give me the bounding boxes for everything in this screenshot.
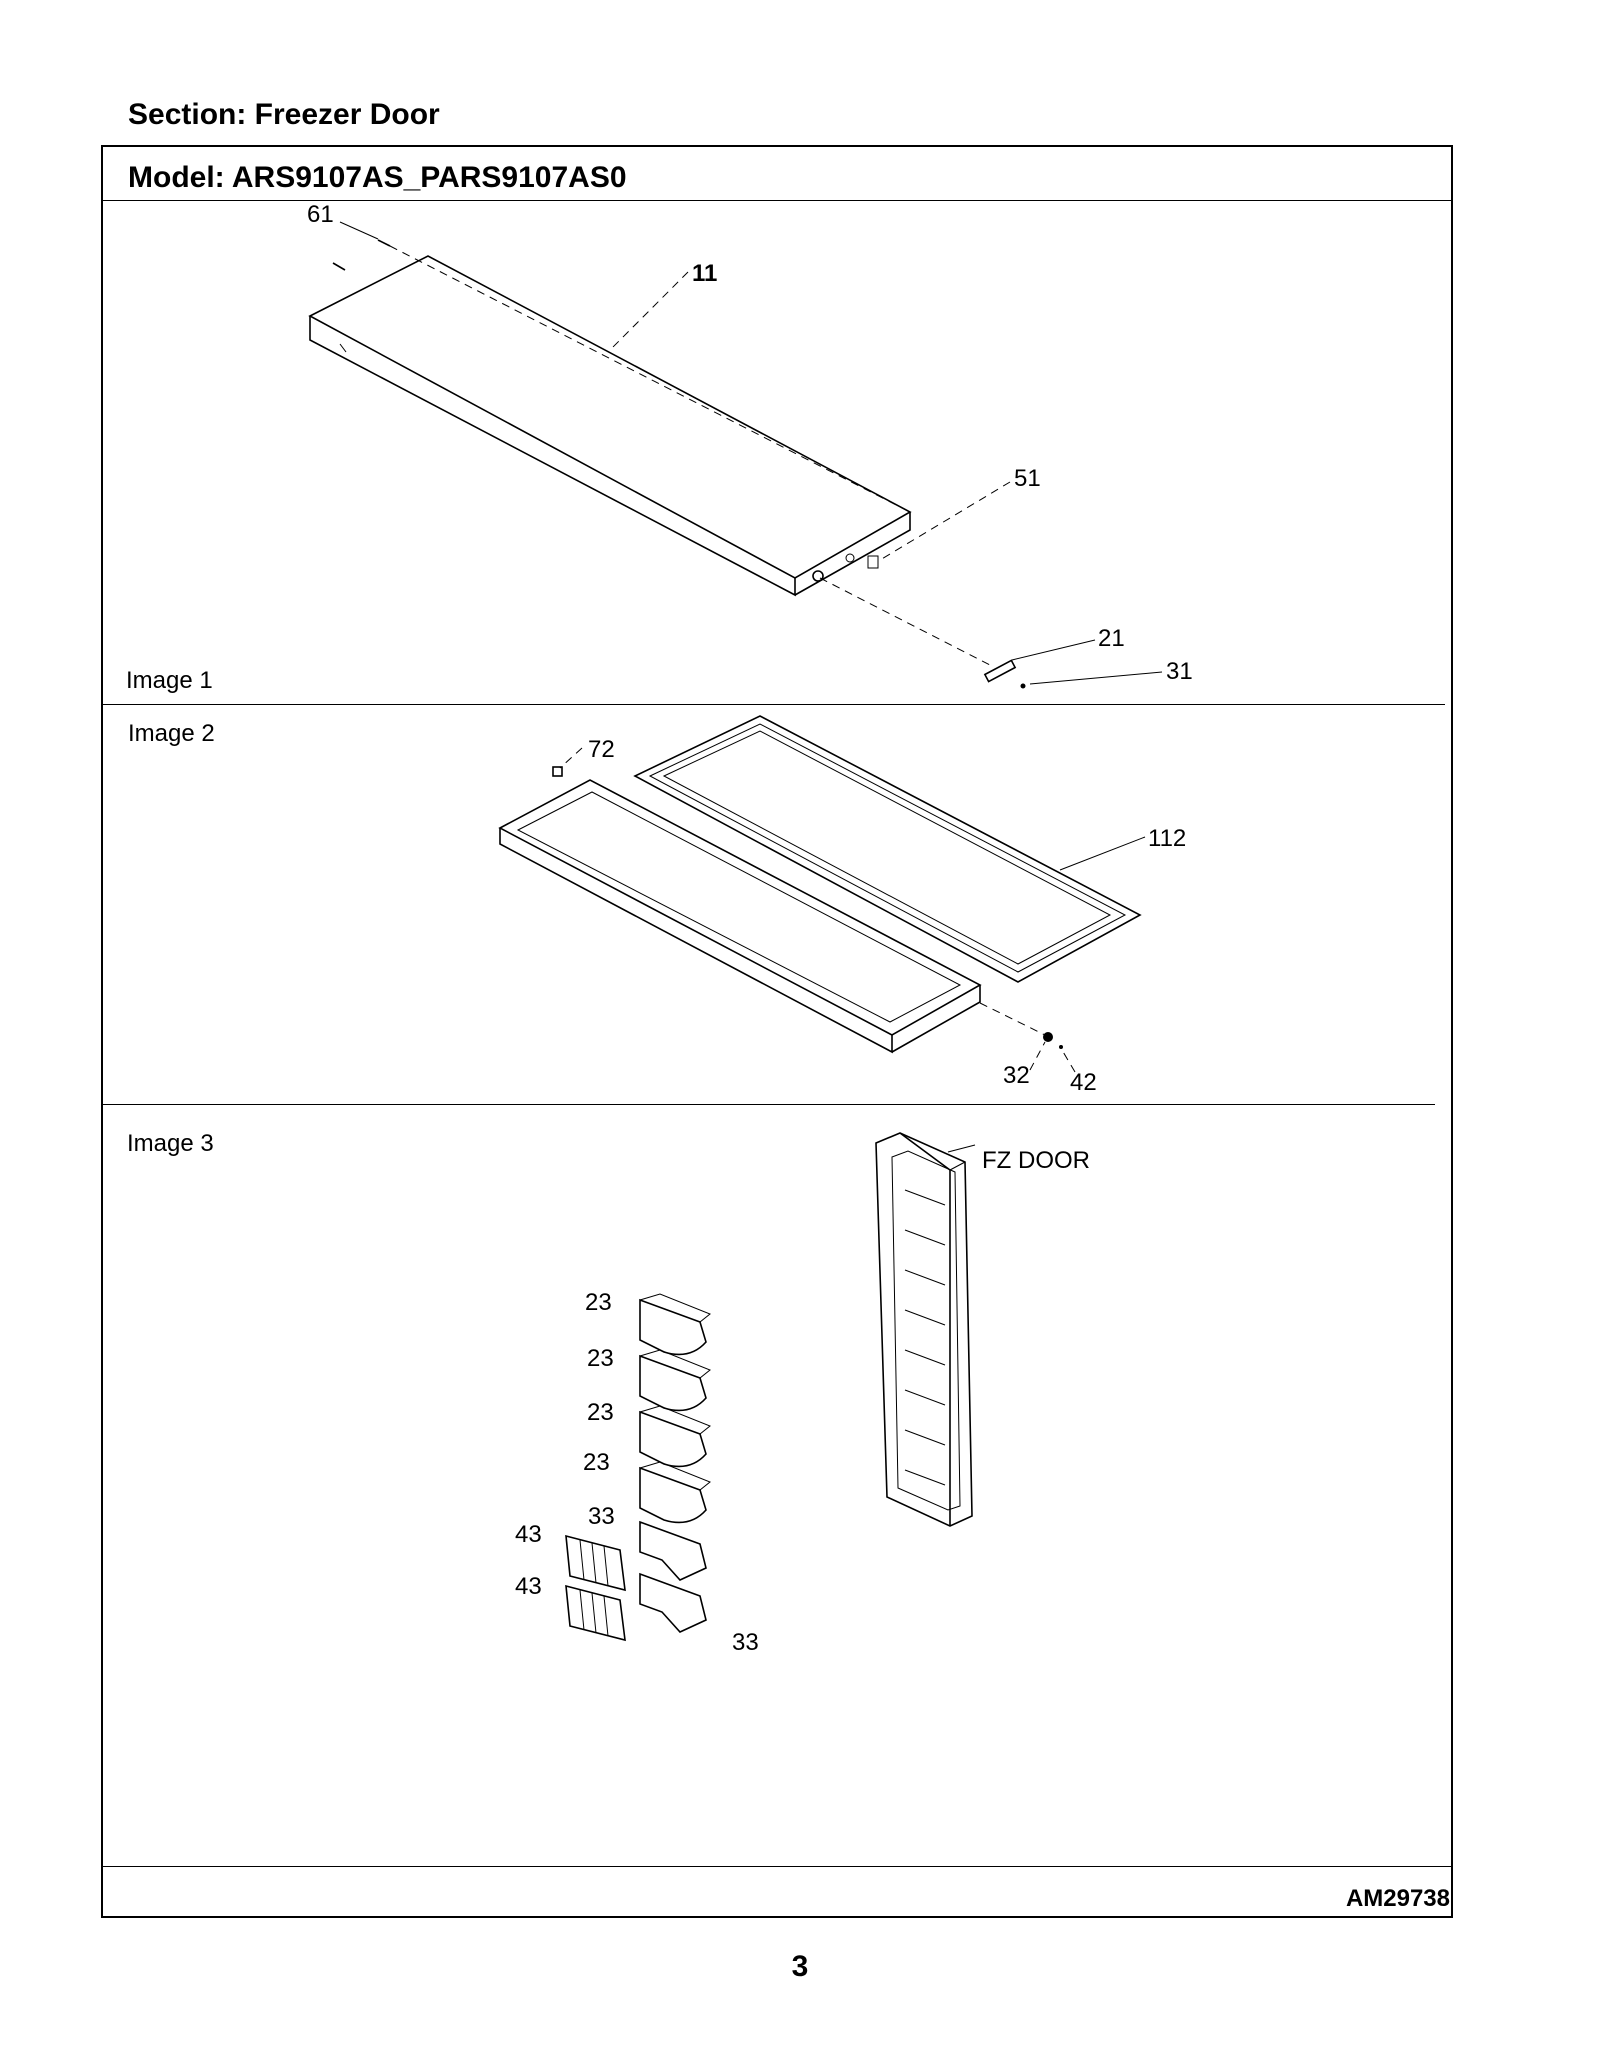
callout-32: 32 [1003,1062,1030,1089]
door-bin-23b [639,1349,711,1412]
bin-33-upper [639,1520,707,1581]
image1-label: Image 1 [126,667,213,694]
callout-33-b: 33 [732,1629,759,1656]
footer-divider [101,1866,1453,1867]
callout-fz-door: FZ DOOR [982,1147,1090,1174]
image3-label: Image 3 [127,1130,214,1157]
image2-label: Image 2 [128,720,215,747]
page-number: 3 [791,1950,809,1983]
image2-divider [101,1104,1435,1105]
hinge-bracket-21 [983,659,1026,689]
model-title: Model: ARS9107AS_PARS9107AS0 [128,161,627,194]
callout-23-b: 23 [587,1345,614,1372]
image1-divider [101,704,1445,705]
door-frame-part [498,779,982,1054]
image1-leaders [339,221,1163,685]
image2-leaders [559,747,1146,1073]
wire-basket-43-upper [565,1534,626,1592]
bin-33-lower [639,1572,707,1633]
freezer-door-part [875,1132,976,1527]
callout-21: 21 [1098,625,1125,652]
callout-42: 42 [1070,1069,1097,1096]
callout-31: 31 [1166,658,1193,685]
callout-112: 112 [1148,825,1186,852]
screw-61 [332,239,391,271]
callout-33-a: 33 [588,1503,615,1530]
callout-72: 72 [588,736,615,763]
callout-23-d: 23 [583,1449,610,1476]
door-bin-23a [639,1293,711,1356]
diagram-frame [101,145,1453,1918]
door-bin-23d [639,1461,711,1524]
gasket-112-part [633,715,1142,983]
callout-61: 61 [307,201,334,228]
callout-43-b: 43 [515,1573,542,1600]
callout-23-c: 23 [587,1399,614,1426]
callout-51: 51 [1014,465,1041,492]
document-id: AM29738 [1345,1885,1450,1912]
image2-small-parts [552,766,1063,1049]
callout-11: 11 [692,260,717,287]
section-title: Section: Freezer Door [128,98,440,131]
model-divider [101,200,1453,201]
callout-23-a: 23 [585,1289,612,1316]
door-cap-part [308,255,912,597]
wire-basket-43-lower [565,1584,626,1642]
callout-43-a: 43 [515,1521,542,1548]
door-bin-23c [639,1405,711,1468]
